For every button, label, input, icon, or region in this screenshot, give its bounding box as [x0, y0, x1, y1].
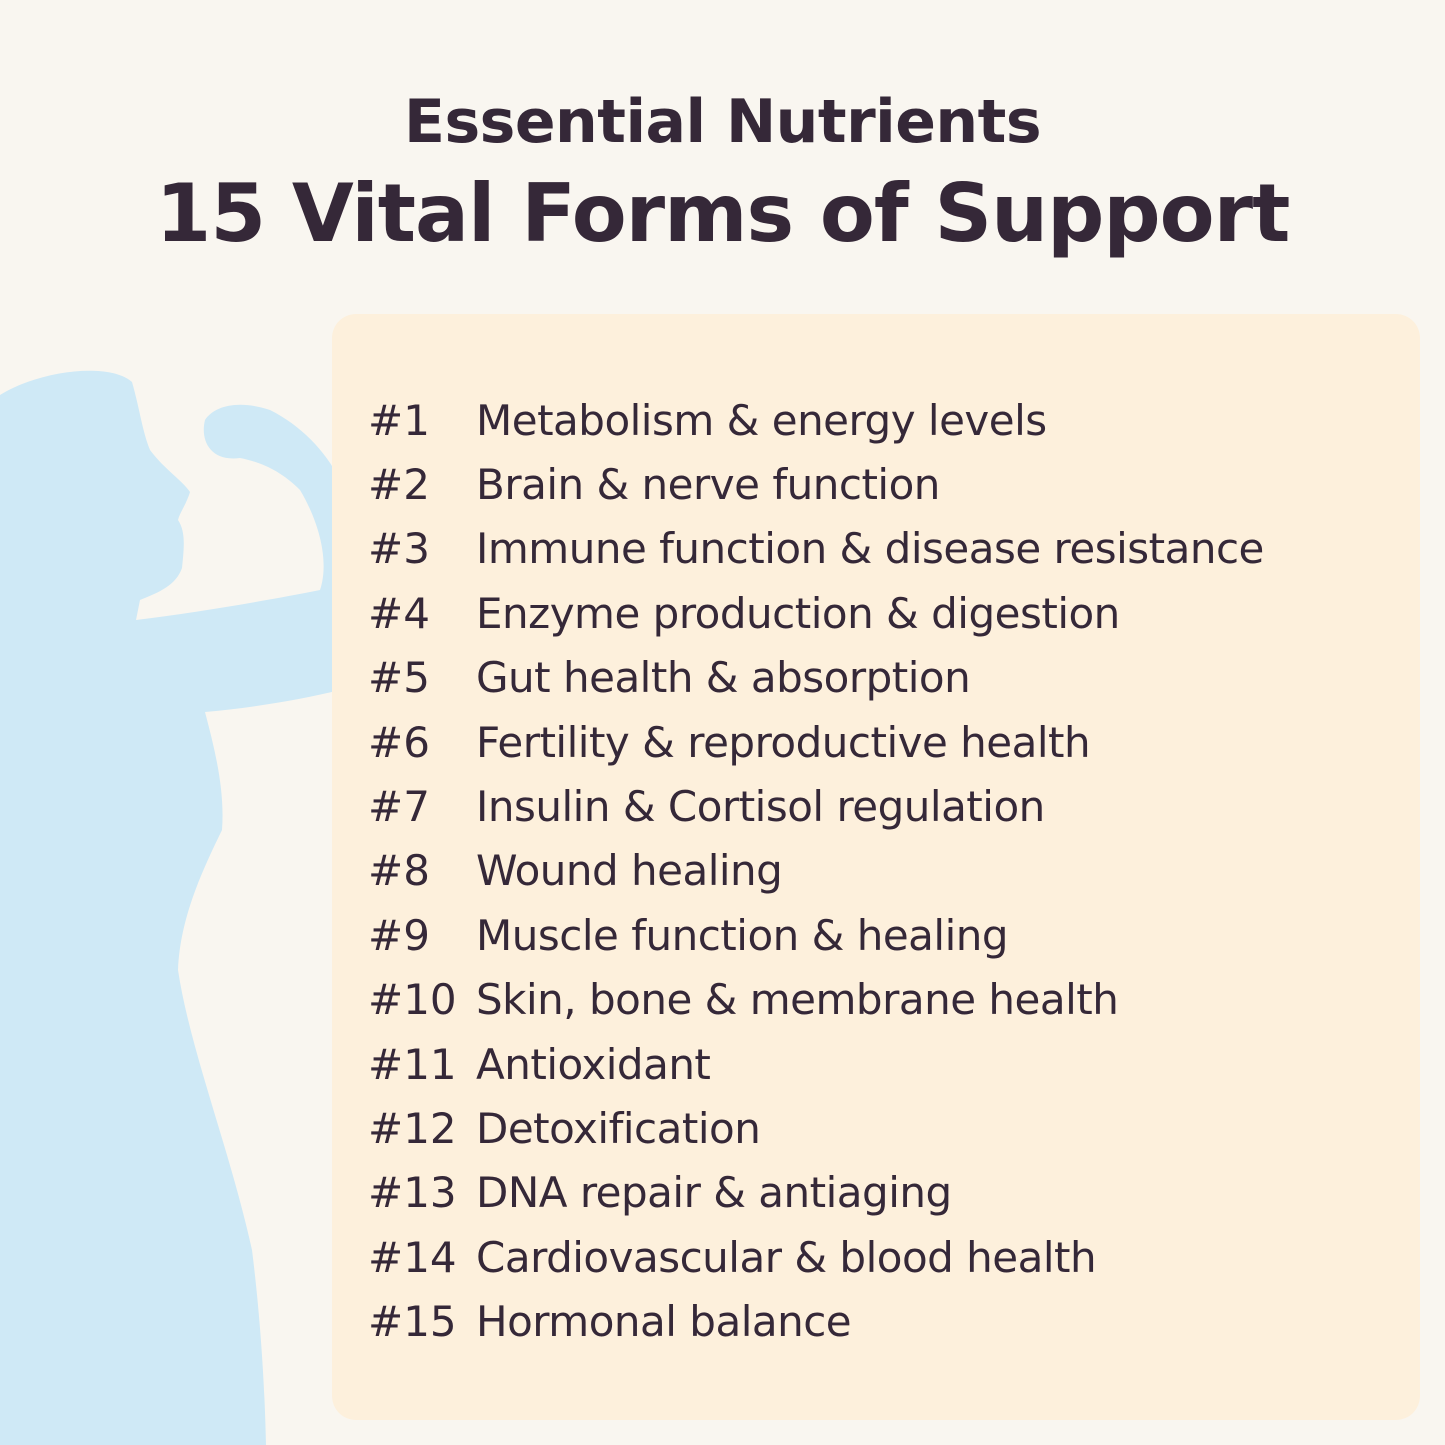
- list-item: #3 Immune function & disease resistance: [368, 517, 1428, 581]
- list-item: #4 Enzyme production & digestion: [368, 581, 1428, 645]
- item-label: Hormonal balance: [476, 1297, 852, 1347]
- list-item: #7 Insulin & Cortisol regulation: [368, 774, 1428, 838]
- list-item: #1 Metabolism & energy levels: [368, 388, 1428, 452]
- item-label: Gut health & absorption: [476, 653, 971, 703]
- item-number: #14: [368, 1232, 457, 1282]
- item-label: DNA repair & antiaging: [476, 1168, 952, 1218]
- item-number: #5: [368, 653, 430, 703]
- list-item: #11 Antioxidant: [368, 1032, 1428, 1096]
- item-number: #2: [368, 460, 430, 510]
- item-label: Skin, bone & membrane health: [476, 975, 1119, 1025]
- benefits-panel: [332, 314, 1420, 1420]
- item-number: #4: [368, 588, 430, 638]
- list-item: #6 Fertility & reproductive health: [368, 710, 1428, 774]
- list-item: #5 Gut health & absorption: [368, 646, 1428, 710]
- item-number: #15: [368, 1297, 457, 1347]
- benefits-list: #1 Metabolism & energy levels #2 Brain & n…: [368, 388, 1428, 1354]
- list-item: #14 Cardiovascular & blood health: [368, 1225, 1428, 1289]
- item-number: #7: [368, 782, 430, 832]
- item-label: Fertility & reproductive health: [476, 717, 1091, 767]
- item-label: Immune function & disease resistance: [476, 524, 1264, 574]
- list-item: #12 Detoxification: [368, 1096, 1428, 1160]
- item-number: #12: [368, 1103, 457, 1153]
- item-label: Muscle function & healing: [476, 910, 1009, 960]
- item-label: Insulin & Cortisol regulation: [476, 782, 1045, 832]
- item-number: #13: [368, 1168, 457, 1218]
- item-label: Antioxidant: [476, 1039, 711, 1089]
- item-number: #11: [368, 1039, 457, 1089]
- item-label: Enzyme production & digestion: [476, 588, 1120, 638]
- page-title: 15 Vital Forms of Support: [155, 167, 1291, 260]
- item-label: Wound healing: [476, 846, 783, 896]
- item-label: Brain & nerve function: [476, 460, 940, 510]
- list-item: #9 Muscle function & healing: [368, 903, 1428, 967]
- item-number: #3: [368, 524, 430, 574]
- list-item: #15 Hormonal balance: [368, 1289, 1428, 1353]
- item-number: #9: [368, 910, 430, 960]
- list-item: #10 Skin, bone & membrane health: [368, 968, 1428, 1032]
- item-label: Metabolism & energy levels: [476, 395, 1047, 445]
- item-label: Cardiovascular & blood health: [476, 1232, 1097, 1282]
- item-number: #6: [368, 717, 430, 767]
- item-label: Detoxification: [476, 1103, 761, 1153]
- item-number: #1: [368, 395, 430, 445]
- list-item: #8 Wound healing: [368, 839, 1428, 903]
- subtitle: Essential Nutrients: [403, 87, 1042, 157]
- list-item: #13 DNA repair & antiaging: [368, 1161, 1428, 1225]
- item-number: #8: [368, 846, 430, 896]
- list-item: #2 Brain & nerve function: [368, 452, 1428, 516]
- item-number: #10: [368, 975, 457, 1025]
